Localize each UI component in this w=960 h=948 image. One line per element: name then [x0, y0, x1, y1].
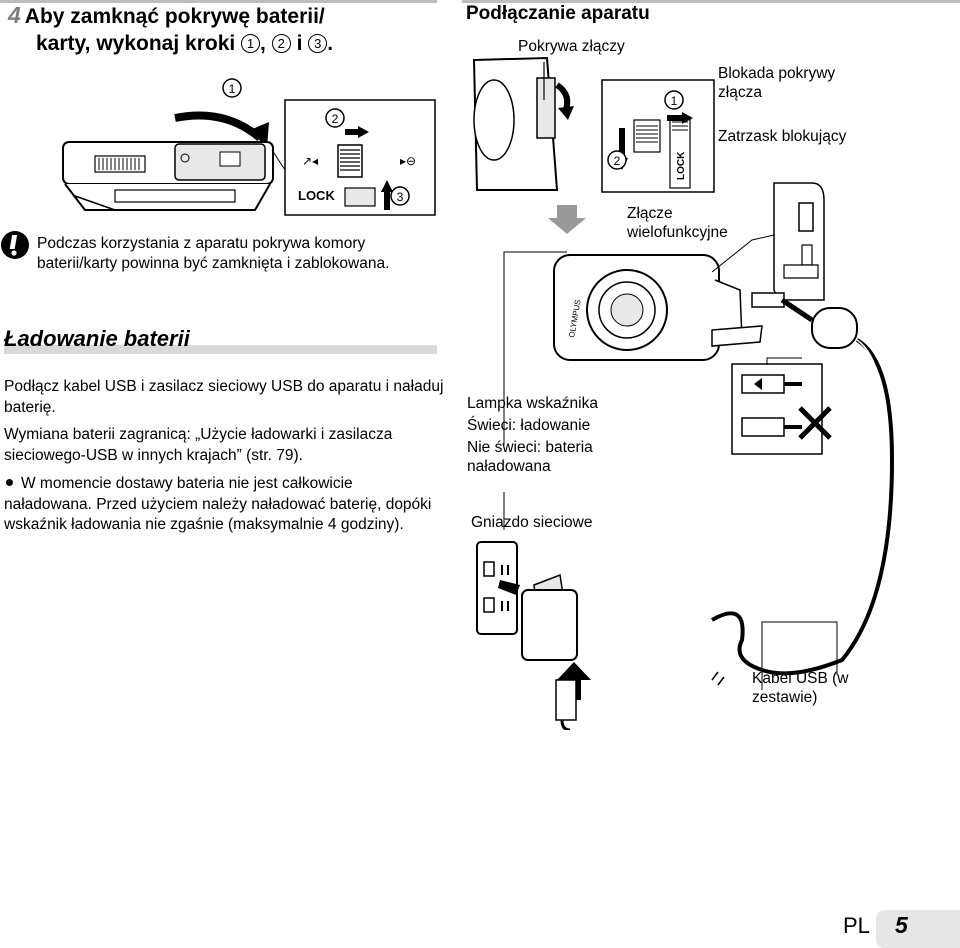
label-connector: Złącze wielofunkcyjne	[627, 205, 728, 241]
circle-1: 1	[241, 34, 261, 53]
section-underline	[4, 345, 437, 354]
svg-text:1: 1	[229, 82, 236, 96]
sep-end: .	[327, 32, 334, 55]
svg-text:▸⊖: ▸⊖	[400, 154, 416, 168]
page-number-box	[876, 910, 960, 948]
language-code: PL	[843, 913, 870, 938]
label-lamp-2: Świeci: ładowanie	[467, 417, 591, 434]
svg-text:2: 2	[332, 112, 339, 126]
label-lock: Blokada pokrywy złącza	[718, 65, 836, 101]
lock-text-right: LOCK	[676, 151, 687, 180]
top-rule-right	[462, 0, 960, 3]
section-title: Ładowanie baterii	[4, 326, 190, 351]
para-3-text: W momencie dostawy bateria nie jest całk…	[4, 475, 432, 533]
sep-2: i	[296, 32, 303, 55]
page-number: 5	[895, 912, 908, 938]
svg-text:1: 1	[671, 94, 678, 108]
svg-text:2: 2	[614, 154, 621, 168]
step-title-line1: Aby zamknąć pokrywę baterii/	[24, 5, 325, 28]
right-title: Podłączanie aparatu	[466, 3, 650, 24]
step-number: 4	[8, 2, 21, 28]
sep-1: ,	[260, 32, 266, 55]
circle-2: 2	[271, 34, 291, 53]
label-socket: Gniazdo sieciowe	[471, 514, 593, 531]
svg-text:3: 3	[397, 190, 404, 204]
bullet-icon	[6, 479, 13, 486]
label-cover: Pokrywa złączy	[518, 38, 625, 55]
label-lamp-1: Lampka wskaźnika	[467, 395, 598, 412]
warning-icon	[1, 231, 29, 259]
lock-label-left: LOCK	[298, 188, 335, 203]
top-rule-left	[0, 0, 437, 3]
note-text: Podczas korzystania z aparatu pokrywa ko…	[37, 235, 390, 272]
step-title-line2: karty, wykonaj kroki	[36, 32, 236, 55]
battery-cover-figure: 1 2 ↗◂ ▸⊖ 3	[62, 78, 436, 216]
label-latch: Zatrzask blokujący	[718, 128, 847, 145]
connection-figure: LOCK 2 1 OLYMPUS	[472, 56, 895, 730]
svg-text:↗◂: ↗◂	[302, 154, 318, 168]
circle-3: 3	[308, 34, 328, 53]
label-lamp-3: Nie świeci: bateria naładowana	[467, 439, 593, 475]
para-1: Podłącz kabel USB i zasilacz sieciowy US…	[4, 378, 444, 416]
para-3: W momencie dostawy bateria nie jest całk…	[4, 474, 444, 536]
para-2: Wymiana baterii zagranicą: „Użycie ładow…	[4, 426, 393, 464]
